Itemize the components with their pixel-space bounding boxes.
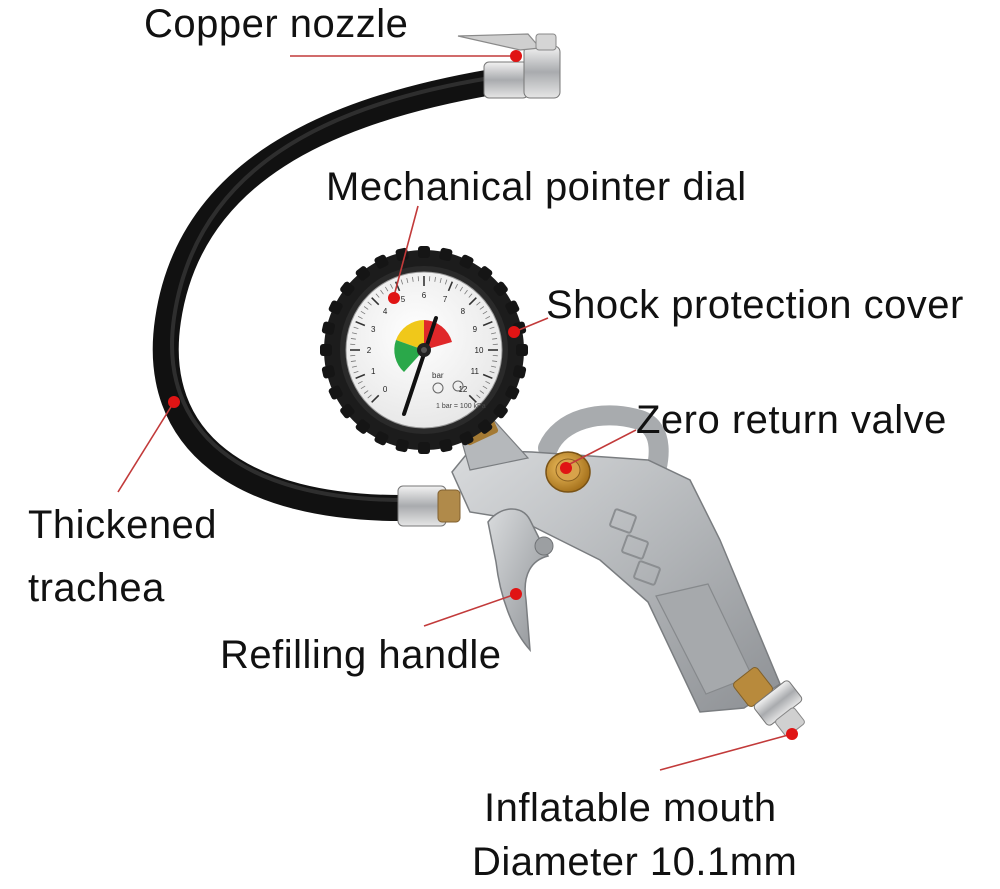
dot-mechanical-pointer-dial [388, 292, 400, 304]
dot-shock-protection-cover [508, 326, 520, 338]
gauge-scale-label: 8 [461, 307, 466, 316]
label-inflatable-mouth-line2: Diameter 10.1mm [472, 842, 797, 882]
dot-thickened-trachea [168, 396, 180, 408]
label-thickened-trachea-line1: Thickened [28, 505, 217, 545]
label-thickened-trachea-line2: trachea [28, 568, 165, 608]
boot-rib [516, 344, 528, 356]
leader-inflatable-mouth [660, 734, 792, 770]
label-inflatable-mouth-line1: Inflatable mouth [484, 788, 777, 828]
gauge-unit: bar [432, 371, 444, 380]
leader-thickened-trachea [118, 402, 174, 492]
gauge-scale-label: 11 [471, 367, 480, 376]
hose-ferrule [398, 486, 460, 526]
gauge-scale-label: 6 [422, 291, 427, 300]
gauge-scale-label: 9 [473, 325, 478, 334]
dot-inflatable-mouth [786, 728, 798, 740]
boot-rib [418, 246, 430, 258]
leader-refilling-handle [424, 594, 516, 626]
gauge-scale-label: 2 [367, 346, 372, 355]
boot-rib [320, 344, 332, 356]
boot-rib [418, 442, 430, 454]
gauge-scale-label: 0 [383, 385, 388, 394]
label-copper-nozzle: Copper nozzle [144, 4, 408, 44]
label-shock-protection-cover: Shock protection cover [546, 285, 964, 325]
label-refilling-handle: Refilling handle [220, 635, 502, 675]
label-zero-return-valve: Zero return valve [636, 400, 947, 440]
dot-copper-nozzle [510, 50, 522, 62]
label-mechanical-pointer-dial: Mechanical pointer dial [326, 167, 747, 207]
dot-zero-return-valve [560, 462, 572, 474]
gauge-scale-label: 5 [401, 295, 406, 304]
gauge-scale-label: 10 [475, 346, 484, 355]
gauge-footer-text: 1 bar = 100 kPa [436, 403, 486, 410]
gauge-scale-label: 4 [383, 307, 388, 316]
dot-refilling-handle [510, 588, 522, 600]
gauge-scale-label: 3 [371, 325, 376, 334]
gauge-scale-label: 7 [443, 295, 448, 304]
gauge-scale-label: 1 [371, 367, 376, 376]
